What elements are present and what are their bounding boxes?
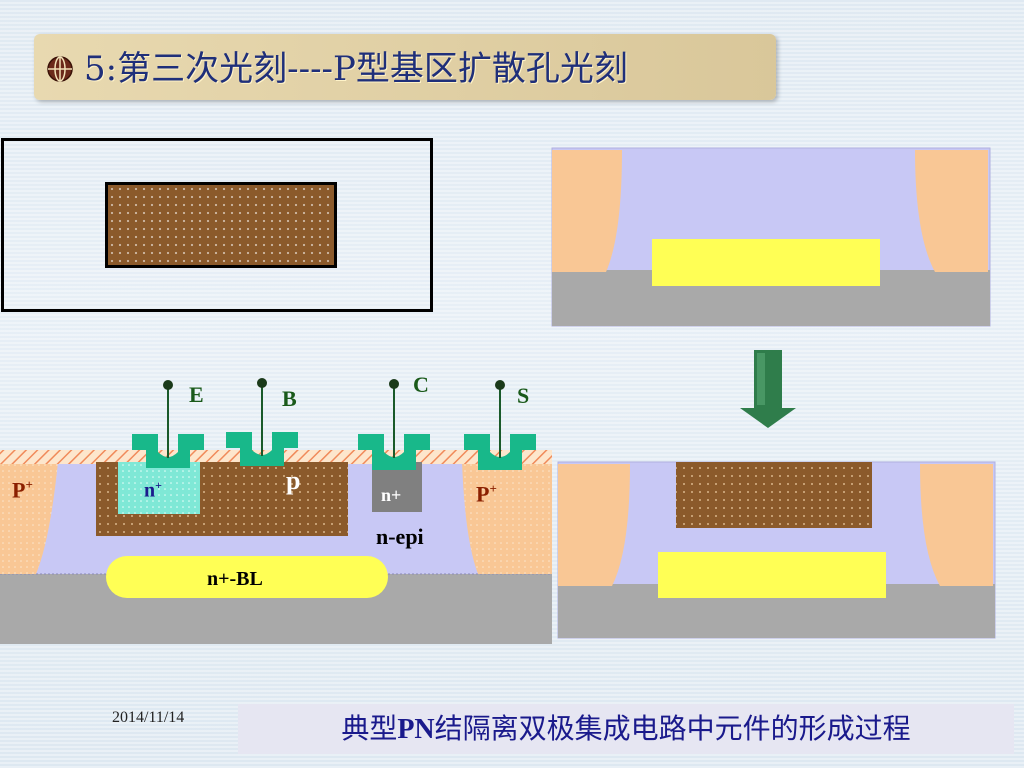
terminal-c-dot — [389, 379, 399, 389]
cross-section-before — [551, 147, 991, 327]
globe-bullet-icon — [47, 56, 73, 82]
label-p-plus-left: P+ — [12, 477, 33, 503]
terminal-e-dot — [163, 380, 173, 390]
label-terminal-b: B — [282, 386, 297, 411]
title-bar — [34, 34, 776, 100]
label-n-epi: n-epi — [376, 524, 424, 549]
slide-date: 2014/11/14 — [112, 709, 185, 726]
terminal-b-dot — [257, 378, 267, 388]
label-n-plus-emitter: n+ — [144, 478, 162, 502]
label-p-base: p — [286, 466, 301, 495]
label-terminal-e: E — [189, 382, 204, 407]
cross-section-after — [557, 461, 996, 639]
photomask-frame — [1, 138, 433, 312]
label-n-plus-collector: n+ — [381, 485, 402, 505]
label-terminal-s: S — [517, 383, 530, 408]
label-buried-layer: n+-BL — [207, 568, 263, 590]
terminal-s-dot — [495, 380, 505, 390]
device-cross-section — [0, 450, 552, 644]
page-title: 5:第三次光刻----P型基区扩散孔光刻 — [84, 49, 628, 89]
metal-contacts — [132, 432, 536, 470]
label-terminal-c: C — [413, 372, 429, 397]
footer-caption: 典型PN结隔离双极集成电路中元件的形成过程 — [238, 704, 1014, 754]
terminal-leads — [167, 383, 501, 458]
down-arrow-icon — [740, 350, 796, 428]
photomask-window — [105, 182, 337, 268]
label-p-plus-right: P+ — [476, 481, 497, 507]
